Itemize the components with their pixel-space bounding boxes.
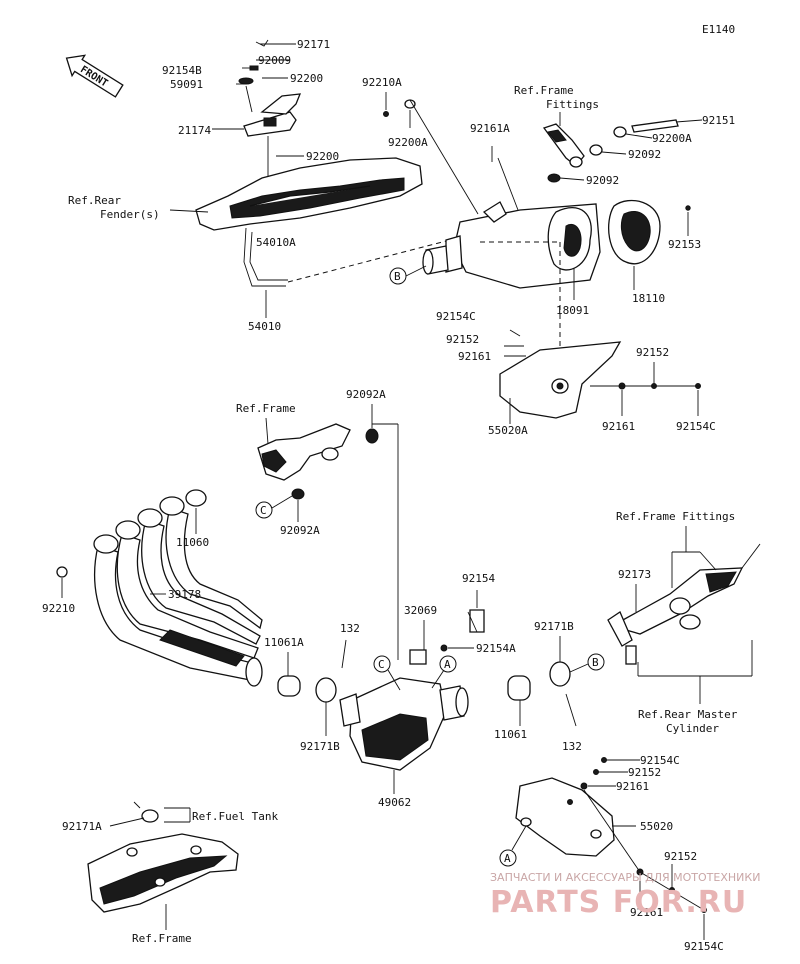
label-ref-frame-mid: Ref.Frame — [236, 402, 296, 415]
label-92154c-left: 92154C — [436, 310, 476, 323]
label-92151: 92151 — [702, 114, 735, 127]
label-92154c-bot2: 92154C — [684, 940, 724, 953]
frame-fittings-top — [542, 119, 679, 183]
label-92154a: 92154A — [476, 642, 516, 655]
label-ref-rear-master-2: Cylinder — [666, 722, 719, 735]
label-39178: 39178 — [168, 588, 201, 601]
label-55020a: 55020A — [488, 424, 528, 437]
rear-fender — [195, 157, 423, 231]
cover-55020 — [515, 777, 615, 857]
frame-bracket-mid — [257, 423, 379, 500]
watermark-line2: PARTS FOR.RU — [490, 885, 747, 920]
label-32069: 32069 — [404, 604, 437, 617]
label-92161-left: 92161 — [458, 350, 491, 363]
marker-a-1-text: A — [444, 658, 451, 671]
label-11061: 11061 — [494, 728, 527, 741]
cover-55020a — [499, 341, 622, 419]
muffler-cover-18110 — [608, 199, 661, 265]
marker-c-2 — [373, 655, 391, 673]
label-21174: 21174 — [178, 124, 211, 137]
muffler-18091 — [422, 201, 601, 289]
label-92171b-right: 92171B — [534, 620, 574, 633]
label-92152-bot: 92152 — [628, 766, 661, 779]
watermark-line1: ЗАПЧАСТИ И АКСЕССУАРЫ ДЛЯ МОТОТЕХНИКИ — [490, 871, 760, 884]
label-92152-left: 92152 — [446, 333, 479, 346]
label-92161-bot2: 92161 — [630, 906, 663, 919]
marker-c-1 — [255, 501, 273, 519]
front-arrow-icon: FRONT — [65, 54, 124, 98]
label-92173: 92173 — [618, 568, 651, 581]
label-ref-rear-master-1: Ref.Rear Master — [638, 708, 738, 721]
label-92171: 92171 — [297, 38, 330, 51]
frame-fittings-right — [607, 567, 744, 665]
label-92200: 92200 — [290, 72, 323, 85]
diagram-code: E1140 — [702, 23, 735, 36]
marker-a-2-text: A — [504, 852, 511, 865]
label-59091: 59091 — [170, 78, 203, 91]
marker-c-2-text: C — [378, 658, 385, 671]
label-92210a: 92210A — [362, 76, 402, 89]
label-18110: 18110 — [632, 292, 665, 305]
label-92154: 92154 — [462, 572, 495, 585]
marker-c-1-text: C — [260, 504, 267, 517]
marker-b-2 — [587, 653, 605, 671]
label-ref-frame-fittings-2: Fittings — [546, 98, 599, 111]
label-92200-mid: 92200 — [306, 150, 339, 163]
label-132-right: 132 — [562, 740, 582, 753]
label-92200a-right: 92200A — [652, 132, 692, 145]
catalyzer-49062 — [339, 649, 469, 771]
label-ref-rear-fender-1: Ref.Rear — [68, 194, 121, 207]
label-92161a: 92161A — [470, 122, 510, 135]
label-92154c-bot: 92154C — [640, 754, 680, 767]
label-18091: 18091 — [556, 304, 589, 317]
label-92161-right: 92161 — [602, 420, 635, 433]
frame-bottom — [87, 801, 239, 913]
label-11061a: 11061A — [264, 636, 304, 649]
label-92092a-bot: 92092A — [280, 524, 320, 537]
label-54010a: 54010A — [256, 236, 296, 249]
label-92171a: 92171A — [62, 820, 102, 833]
label-92152-right: 92152 — [636, 346, 669, 359]
marker-b-1-text: B — [394, 270, 401, 283]
label-132-left: 132 — [340, 622, 360, 635]
exhaust-header-39178 — [93, 489, 263, 687]
marker-b-2-text: B — [592, 656, 599, 669]
marker-a-2 — [499, 849, 517, 867]
marker-a-1 — [439, 655, 457, 673]
label-92154b: 92154B — [162, 64, 202, 77]
label-92171b-left: 92171B — [300, 740, 340, 753]
label-ref-frame-fittings-right: Ref.Frame Fittings — [616, 510, 735, 523]
bracket-21174 — [212, 39, 304, 176]
label-92154c-right: 92154C — [676, 420, 716, 433]
label-92009: 92009 — [258, 54, 291, 67]
label-92152-bot2: 92152 — [664, 850, 697, 863]
label-92092a-top: 92092A — [346, 388, 386, 401]
label-ref-fuel-tank: Ref.Fuel Tank — [192, 810, 278, 823]
label-49062: 49062 — [378, 796, 411, 809]
label-ref-frame-bottom: Ref.Frame — [132, 932, 192, 945]
label-92092-b: 92092 — [586, 174, 619, 187]
label-92210: 92210 — [42, 602, 75, 615]
label-92092-a: 92092 — [628, 148, 661, 161]
label-ref-rear-fender-2: Fender(s) — [100, 208, 160, 221]
label-11060: 11060 — [176, 536, 209, 549]
label-ref-frame-fittings-1: Ref.Frame — [514, 84, 574, 97]
label-92153: 92153 — [668, 238, 701, 251]
label-92200a-left: 92200A — [388, 136, 428, 149]
label-54010: 54010 — [248, 320, 281, 333]
label-55020: 55020 — [640, 820, 673, 833]
label-92161-bot: 92161 — [616, 780, 649, 793]
